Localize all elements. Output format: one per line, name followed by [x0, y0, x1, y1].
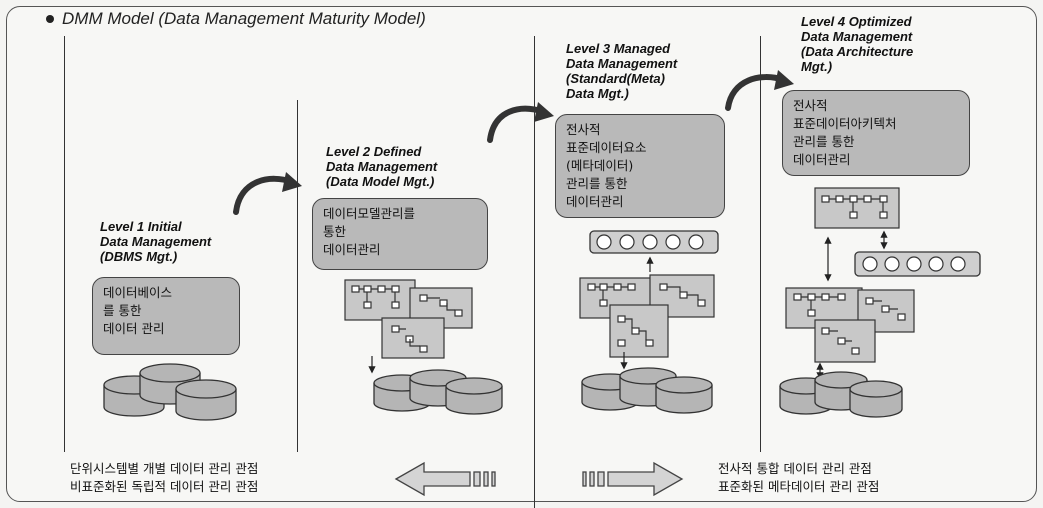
level-4-data-model-icons: [785, 287, 915, 363]
bottom-right-perspective: 전사적 통합 데이터 관리 관점 표준화된 메타데이터 관리 관점: [718, 461, 880, 494]
level-3-description-box: 전사적 표준데이터요소 (메타데이터) 관리를 통한 데이터관리: [555, 114, 725, 218]
database-cylinder: [175, 379, 237, 421]
step-arrow-3-to-4: [725, 70, 794, 111]
database-cylinder: [849, 380, 903, 418]
level-3-database-icons: [581, 367, 713, 414]
level-1-description-box: 데이터베이스 를 통한 데이터 관리: [92, 277, 240, 355]
level-3-metadata-strip: [589, 230, 719, 254]
database-cylinder: [655, 376, 713, 414]
step-arrow-2-to-3: [487, 102, 554, 143]
bottom-left-perspective: 단위시스템별 개별 데이터 관리 관점 비표준화된 독립적 데이터 관리 관점: [70, 461, 259, 494]
level-1-label: Level 1 Initial Data Management (DBMS Mg…: [100, 219, 212, 264]
diagram-title: DMM Model (Data Management Maturity Mode…: [62, 9, 426, 28]
level-4-metadata-strip: [854, 251, 981, 277]
right-block-arrow: [582, 461, 684, 497]
column-divider-3: [760, 36, 761, 452]
level-4-description-box: 전사적 표준데이터아키텍처 관리를 통한 데이터관리: [782, 90, 970, 176]
level-2-database-icons: [373, 369, 503, 415]
level-4-label: Level 4 Optimized Data Management (Data …: [801, 14, 914, 74]
level-3-data-model-icons: [579, 274, 715, 358]
level-4-architecture-model-icon: [814, 187, 900, 229]
level-1-database-icons: [103, 363, 237, 421]
level-2-data-model-icons: [344, 279, 473, 359]
column-divider-2: [534, 36, 535, 508]
database-cylinder: [445, 377, 503, 415]
level-2-label: Level 2 Defined Data Management (Data Mo…: [326, 144, 438, 189]
level-3-label: Level 3 Managed Data Management (Standar…: [566, 41, 678, 101]
level-2-description-box: 데이터모델관리를 통한 데이터관리: [312, 198, 488, 270]
column-divider-1: [297, 100, 298, 452]
left-block-arrow: [394, 461, 496, 497]
column-divider-left: [64, 36, 65, 452]
step-arrow-1-to-2: [233, 172, 302, 215]
level-4-database-icons: [779, 371, 903, 418]
title-bullet: [46, 15, 54, 23]
